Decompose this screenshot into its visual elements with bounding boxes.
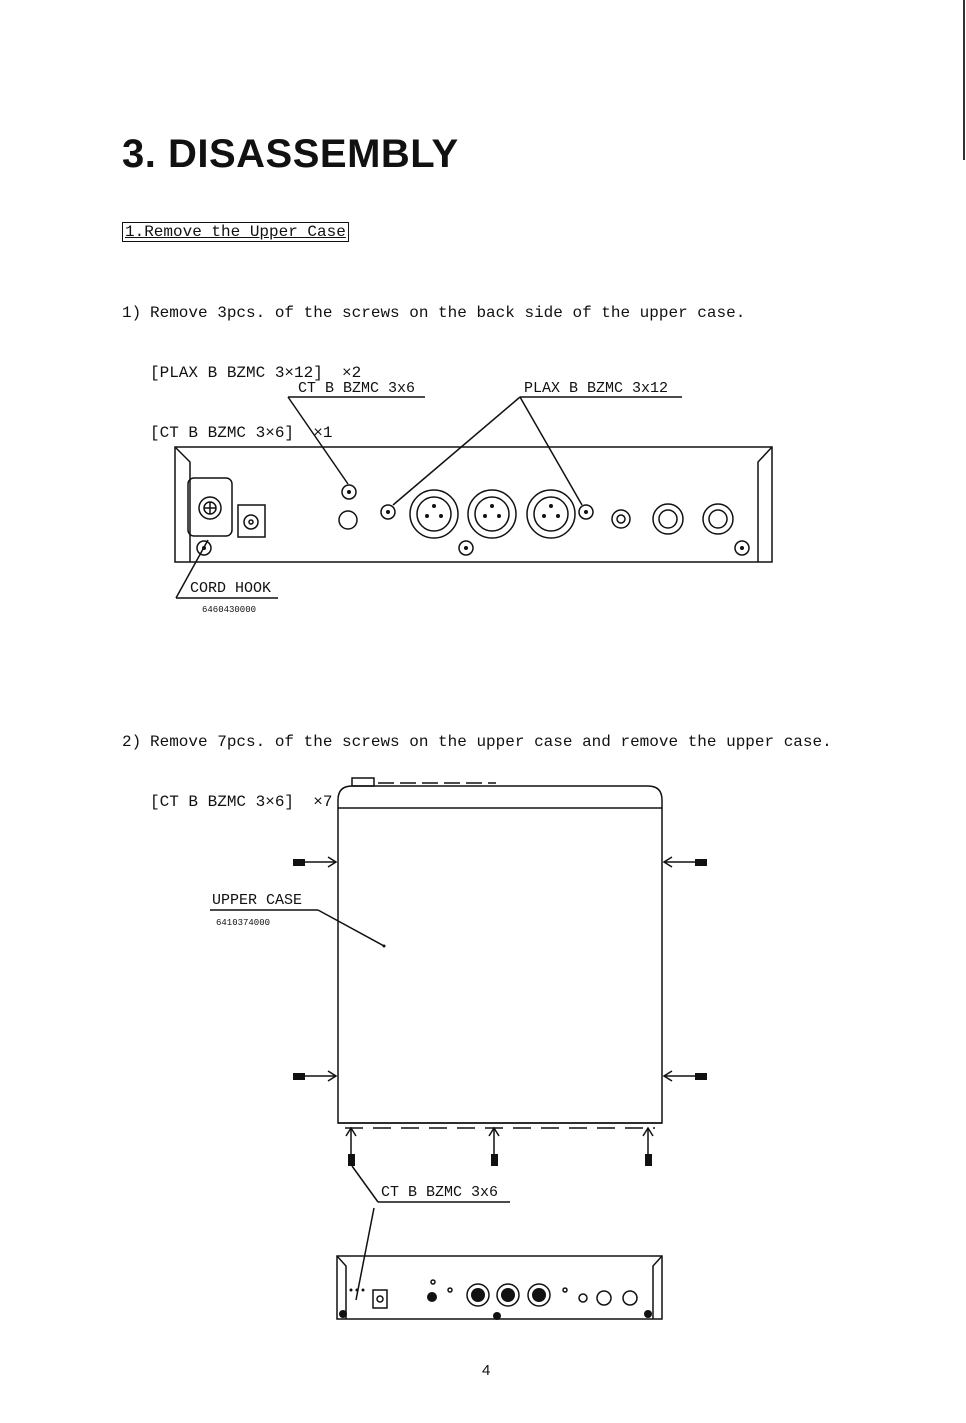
upper-case-label: UPPER CASE (212, 892, 302, 909)
page-number: 4 (482, 1362, 491, 1379)
step-1-spec-2: [CT B BZMC 3×6] ×1 (150, 424, 333, 442)
page-title: 3. DISASSEMBLY (122, 132, 459, 176)
cord-hook-label: CORD HOOK (190, 580, 271, 597)
upper-case-part-number: 6410374000 (216, 918, 270, 928)
cord-hook-part-number: 6460430000 (202, 605, 256, 615)
plax-screw-label: PLAX B BZMC 3x12 (524, 380, 668, 397)
ct-screw-label-2: CT B BZMC 3x6 (381, 1184, 498, 1201)
step-2-number: 2) (122, 733, 142, 751)
step-2-spec-1: [CT B BZMC 3×6] ×7 (150, 793, 333, 811)
ct-screw-label: CT B BZMC 3x6 (298, 380, 415, 397)
section-heading: 1.Remove the Upper Case (122, 222, 349, 242)
step-2: 2) Remove 7pcs. of the screws on the uppe… (122, 692, 832, 832)
rear-panel-diagram: CT B BZMC 3x6 PLAX B BZMC 3x12 CORD HOOK… (174, 380, 773, 615)
step-1: 1) Remove 3pcs. of the screws on the back… (122, 263, 745, 463)
step-1-number: 1) (122, 304, 142, 322)
step-1-spec-1: [PLAX B BZMC 3×12] ×2 (150, 364, 362, 382)
step-1-text: Remove 3pcs. of the screws on the back s… (150, 304, 746, 322)
step-2-text: Remove 7pcs. of the screws on the upper … (150, 733, 832, 751)
edge-rule (963, 0, 965, 160)
rear-panel-outline (174, 446, 773, 563)
